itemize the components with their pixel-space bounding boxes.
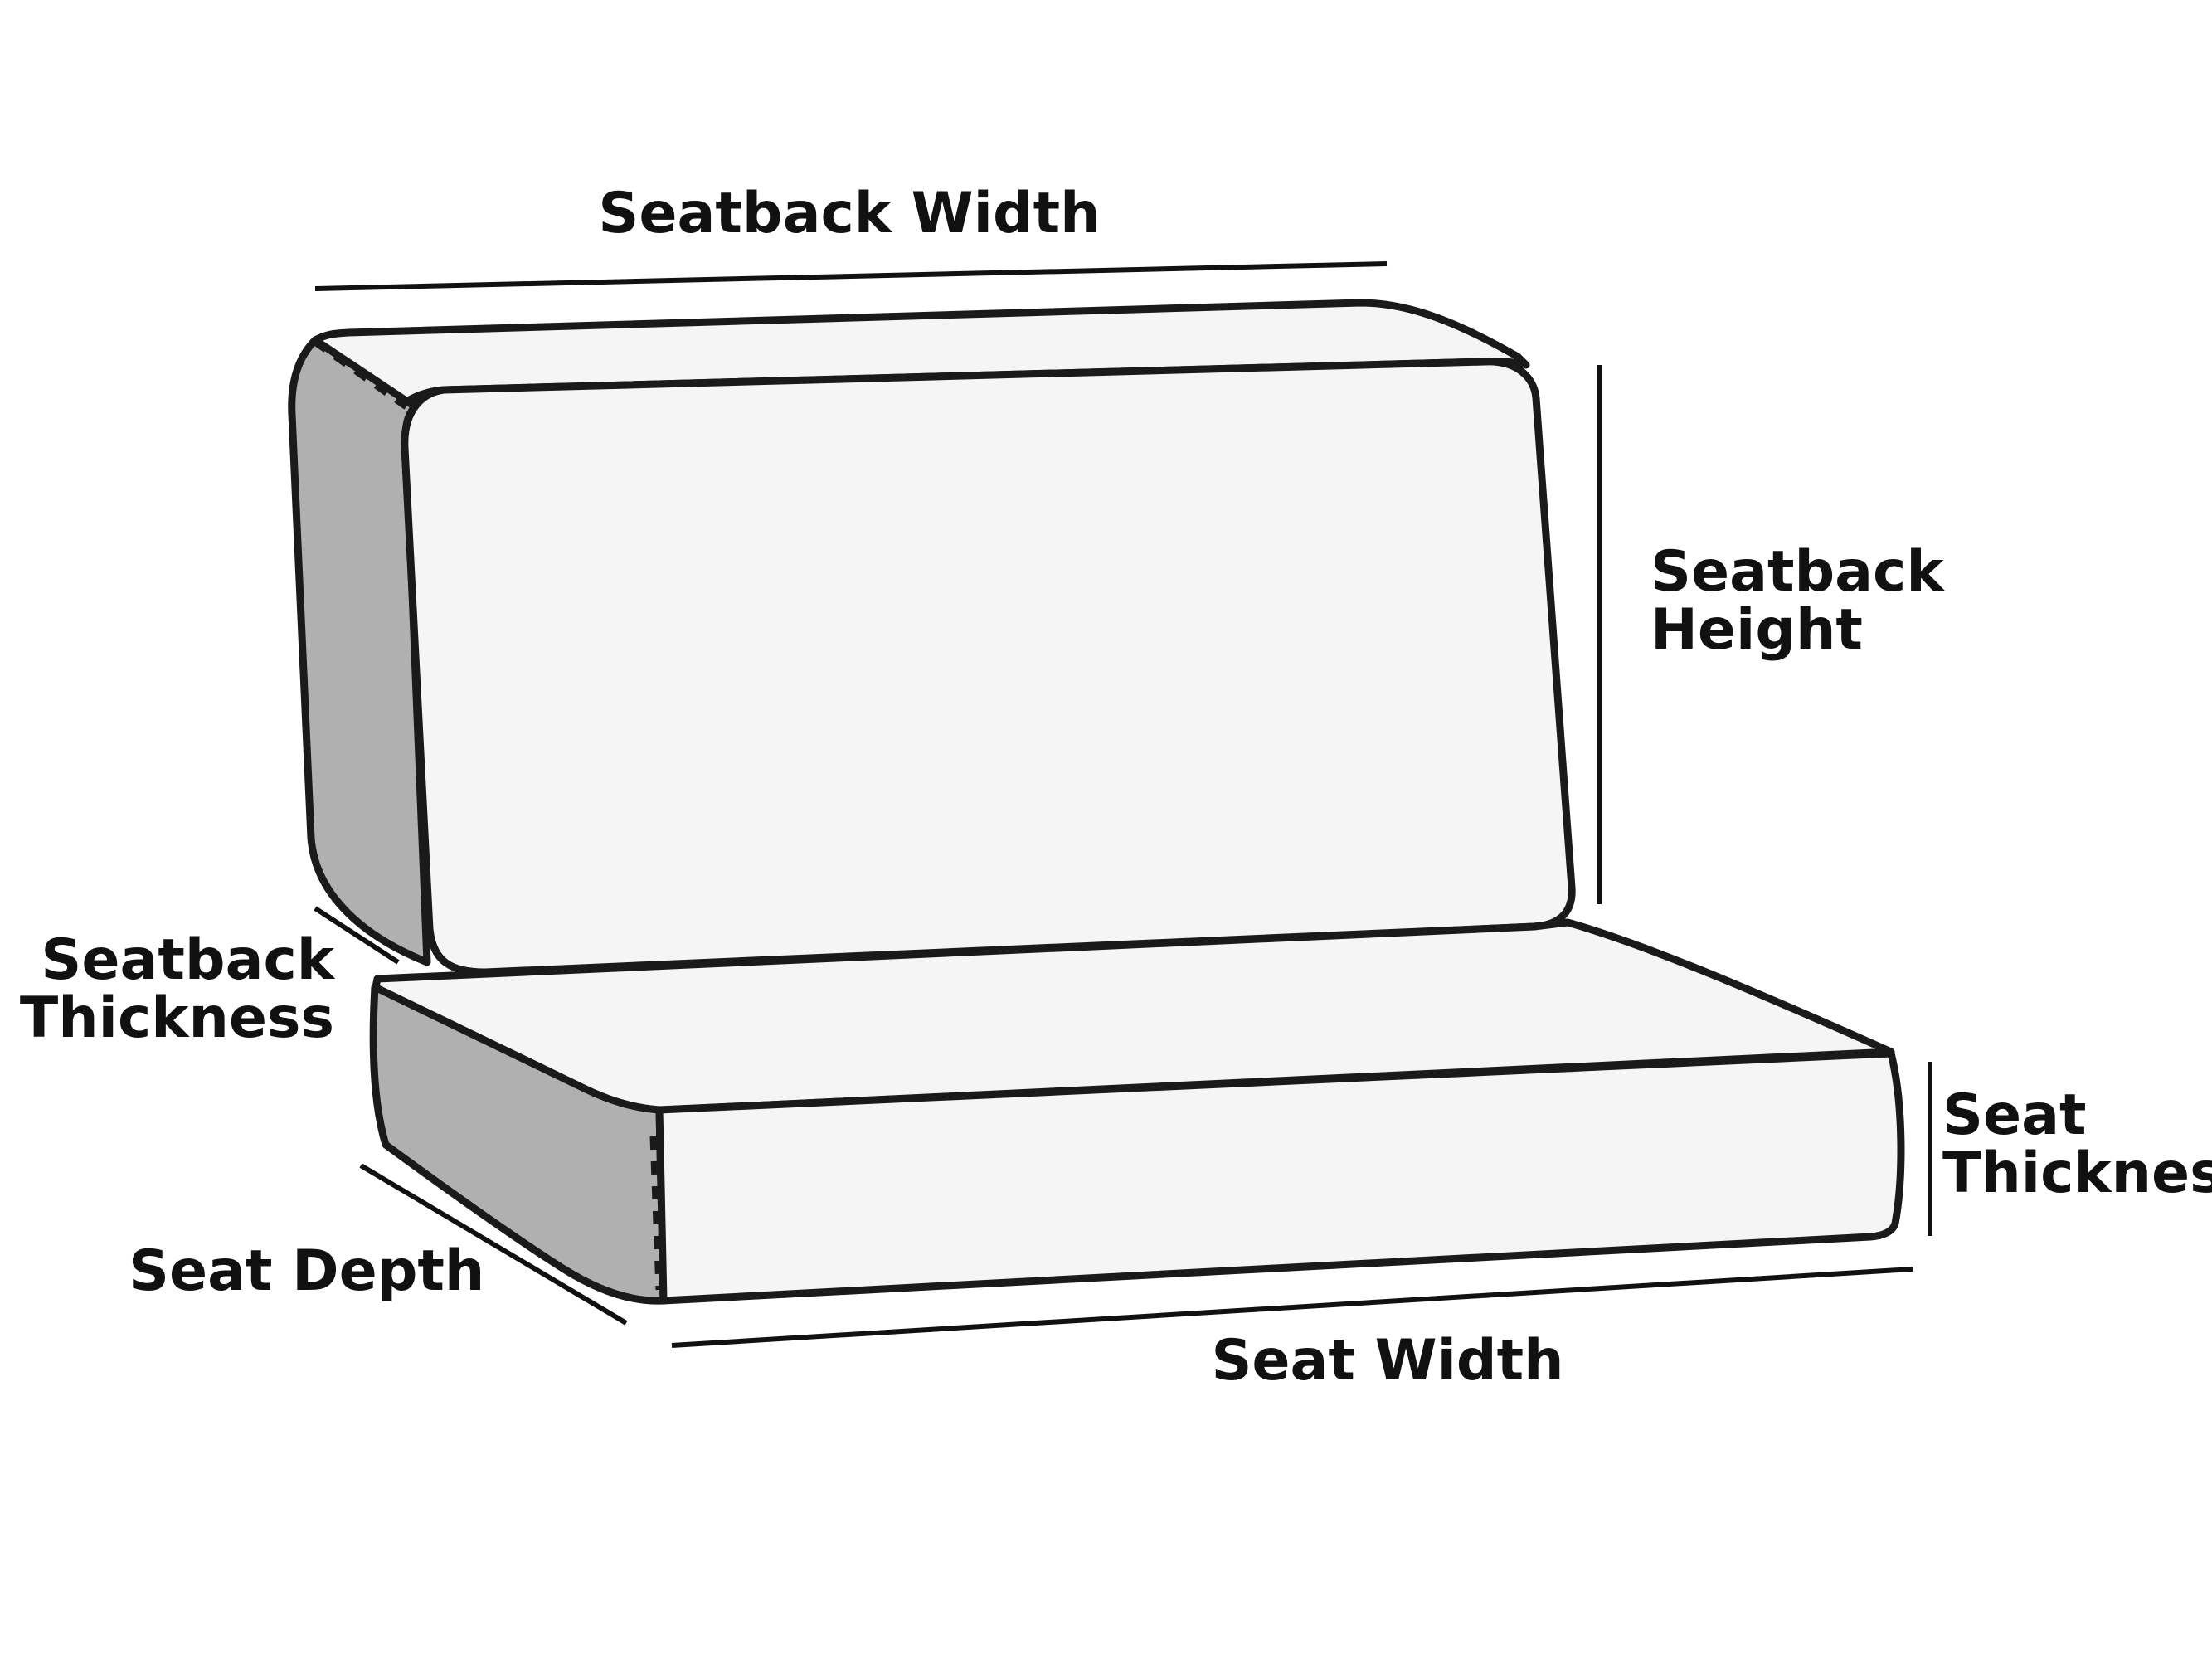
seat-width-line	[671, 1267, 1913, 1348]
seat-cushion	[369, 918, 1905, 1305]
seatback-thickness-line	[314, 906, 400, 965]
seat-depth-label: Seat Depth	[129, 1238, 484, 1304]
seat-seam-dashed	[649, 1136, 664, 1291]
seat-front-face	[655, 1049, 1905, 1305]
seat-side-face	[369, 983, 668, 1305]
seatback-seam-dashed	[313, 338, 409, 410]
seatback-width-label: Seatback Width	[598, 181, 1100, 246]
seatback-thickness-label: Seatback	[41, 927, 335, 993]
seatback-cushion	[288, 299, 1576, 976]
seatback-thickness-label-line2: Thickness	[20, 985, 334, 1051]
seat-thickness-label: Seat	[1942, 1082, 2087, 1148]
seat-depth-line	[359, 1163, 628, 1326]
seatback-height-label-line2: Height	[1650, 597, 1863, 663]
seat-width-label: Seat Width	[1211, 1328, 1563, 1394]
seatback-height-label: Seatback	[1650, 539, 1945, 605]
seatback-width-line	[314, 261, 1388, 291]
seatback-front-face	[401, 358, 1576, 976]
seat-thickness-label-line2: Thickness	[1942, 1141, 2212, 1206]
